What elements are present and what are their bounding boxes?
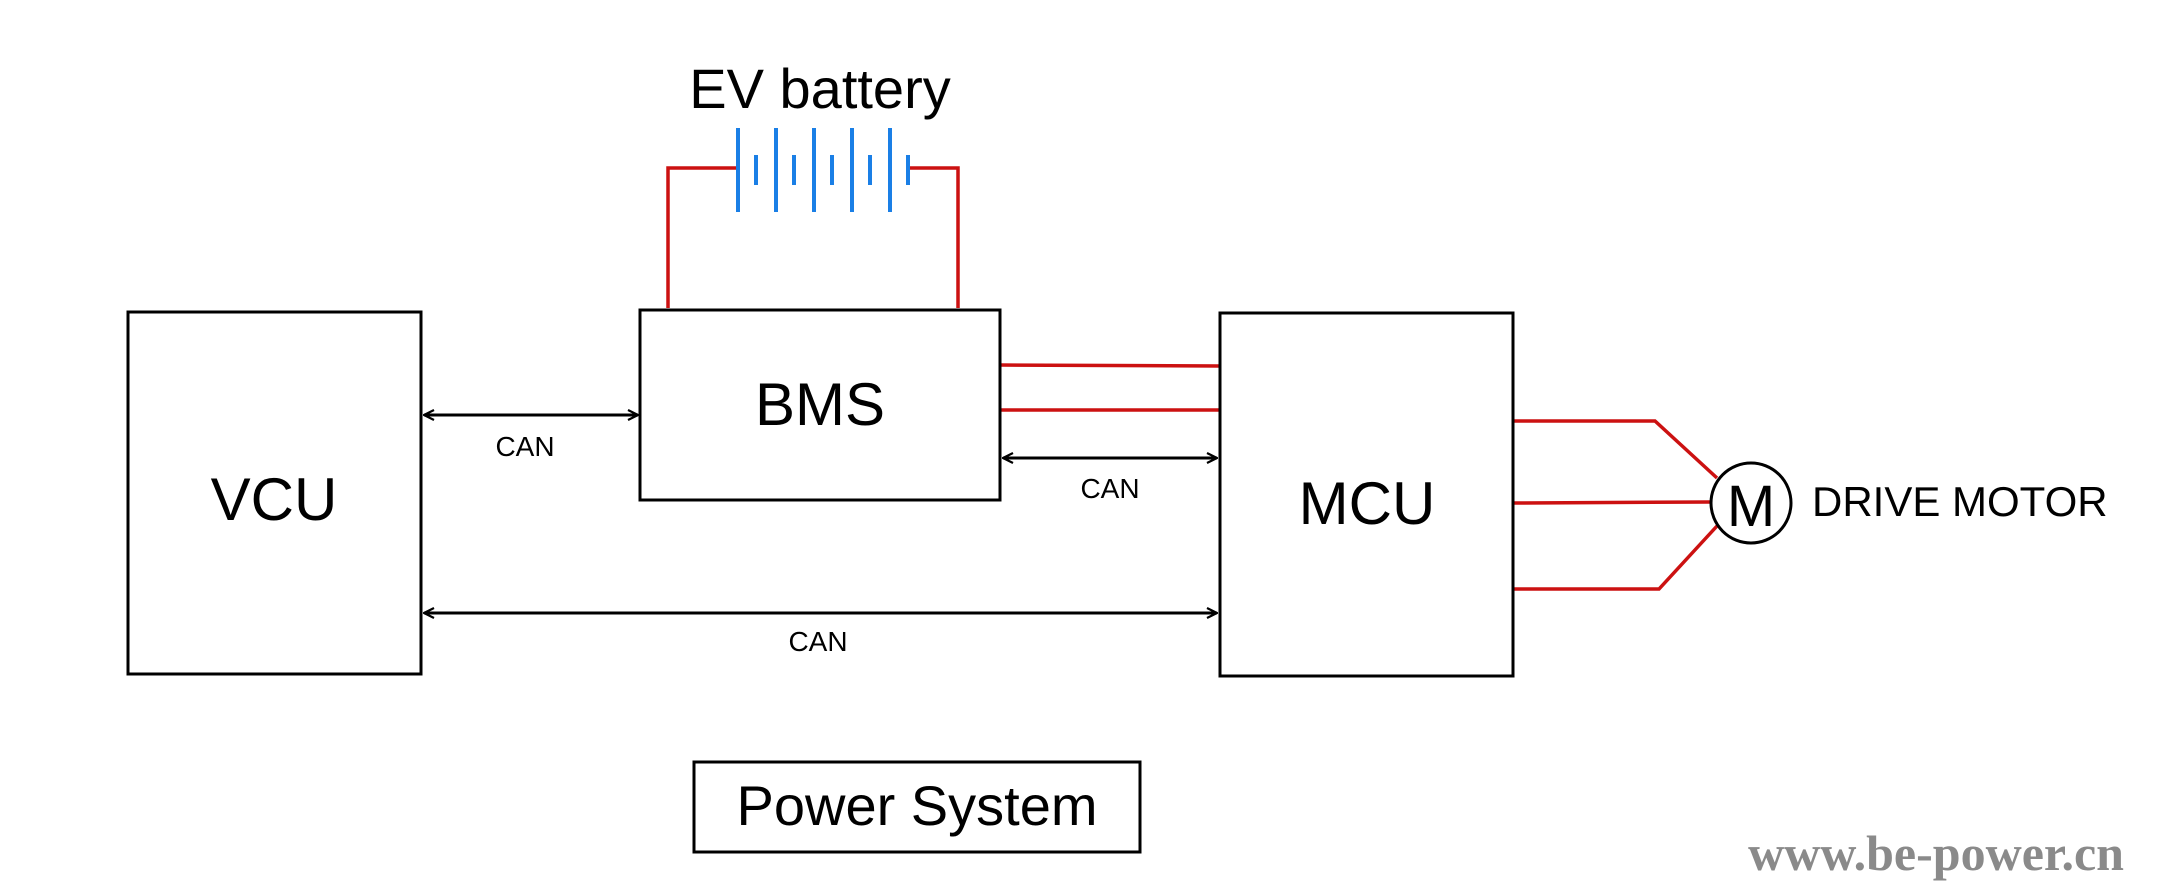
- motor-symbol: M: [1727, 474, 1775, 539]
- motor-circle-icon: [1709, 461, 1793, 545]
- motor-phase-wire-1: [1513, 419, 1719, 480]
- battery-positive-wire: [908, 166, 960, 308]
- can-label-vcu-bms: CAN: [495, 431, 554, 462]
- can-label-bms-mcu: CAN: [1080, 473, 1139, 504]
- motor-phase-wire-2: [1512, 500, 1711, 505]
- vcu-block: [126, 310, 423, 676]
- mcu-block: [1218, 311, 1515, 678]
- bms-block: [638, 308, 1002, 502]
- motor-label: DRIVE MOTOR: [1812, 478, 2108, 525]
- motor-phase-wire-3: [1513, 524, 1719, 591]
- mcu-label: MCU: [1299, 470, 1436, 537]
- bms-mcu-power-wire-1: [999, 363, 1221, 368]
- vcu-label: VCU: [211, 466, 338, 533]
- battery-label: EV battery: [689, 57, 950, 120]
- watermark: www.be-power.cn: [1748, 825, 2124, 881]
- can-label-vcu-mcu: CAN: [788, 626, 847, 657]
- system-label: Power System: [737, 774, 1098, 837]
- bms-label: BMS: [755, 371, 885, 438]
- system-label-box: [692, 760, 1142, 854]
- battery-negative-wire: [666, 166, 738, 308]
- battery-cells-icon: [736, 128, 910, 212]
